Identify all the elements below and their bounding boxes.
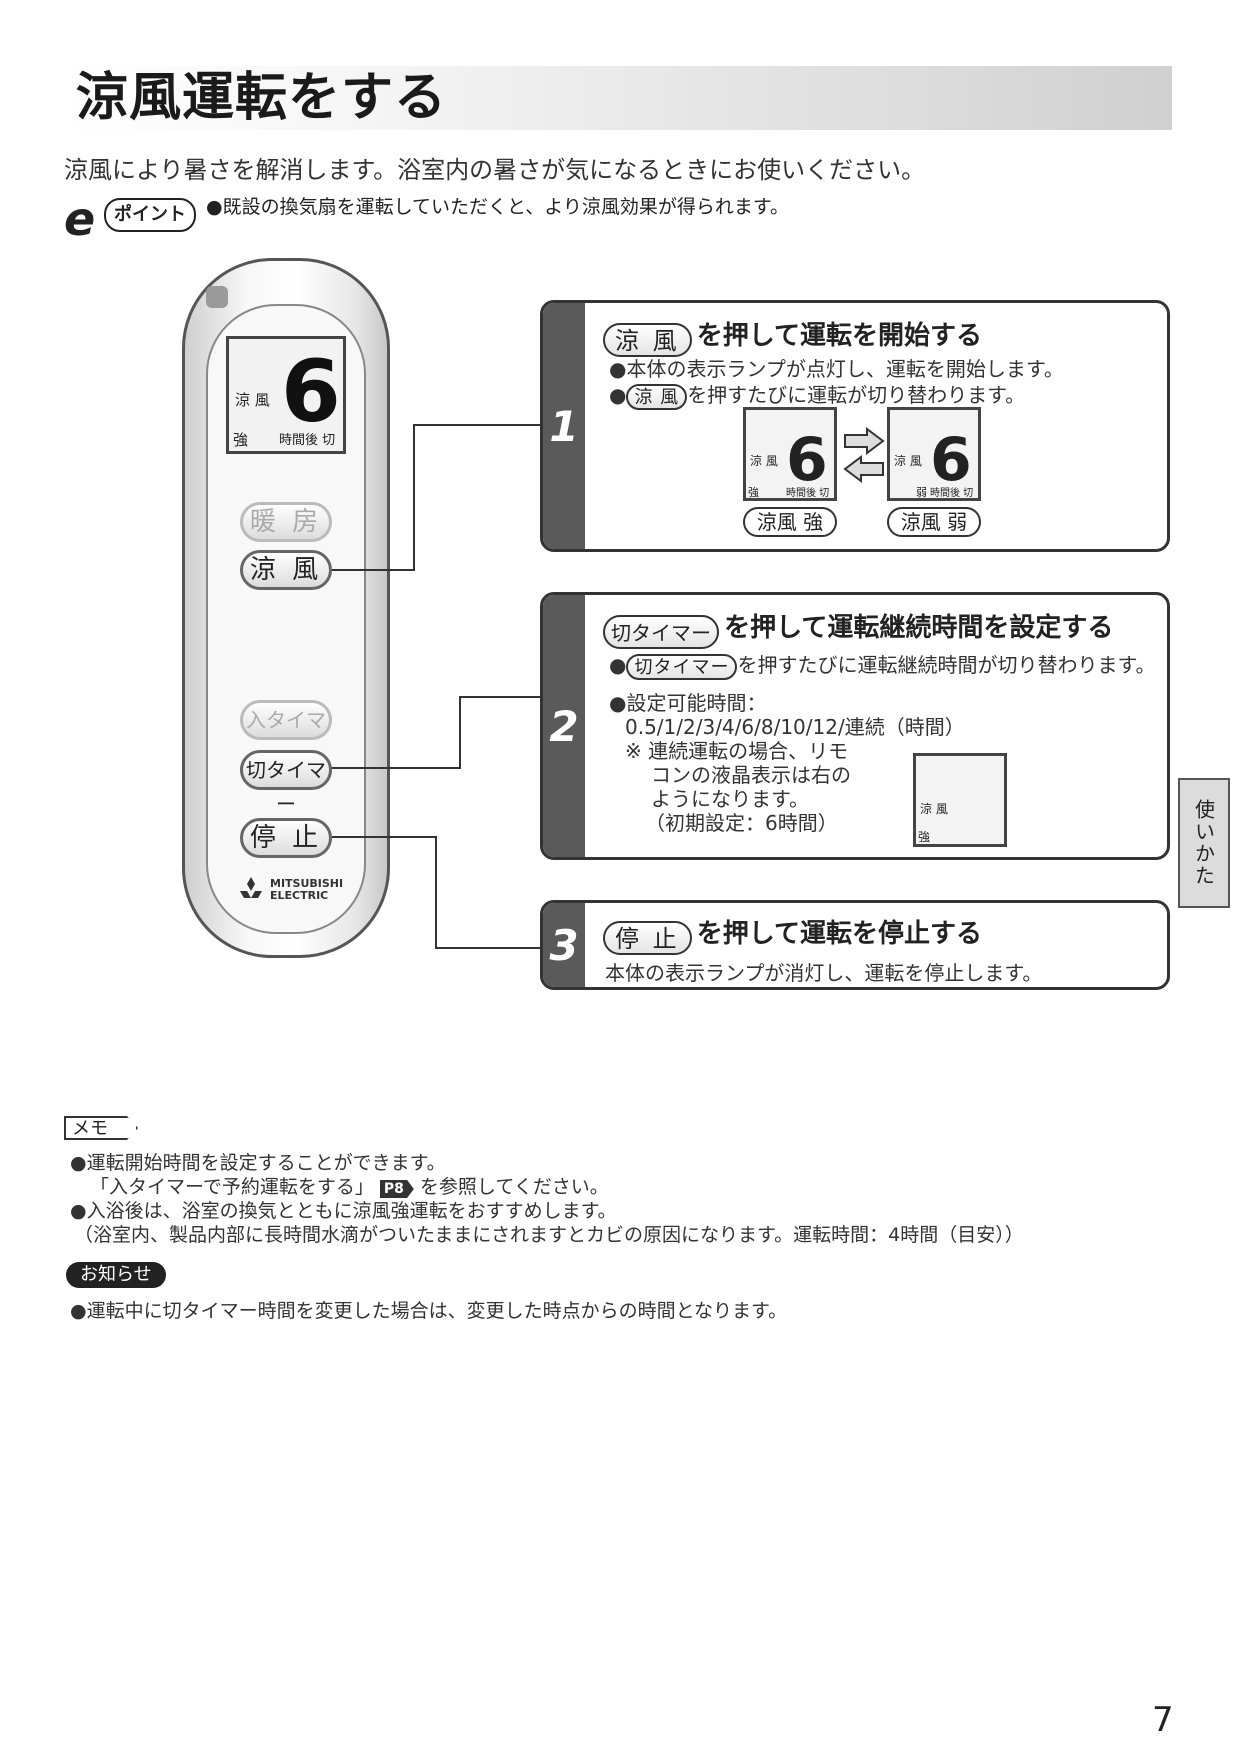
notice-line-1: ●運転中に切タイマー時間を変更した場合は、変更した時点からの時間となります。 (70, 1300, 788, 1322)
heating-button[interactable]: 暖 房 (240, 502, 332, 542)
point-text: ●既設の換気扇を運転していただくと、より涼風効果が得られます。 (206, 196, 789, 218)
lcd-strength: 強 (233, 431, 249, 449)
point-badge: e ポイント (64, 196, 196, 242)
step-2-number: 2 (543, 595, 585, 857)
lcd-weak: 涼 風 6 弱 時間後 切 (887, 407, 981, 501)
point-label: ポイント (104, 198, 196, 232)
off-timer-button[interactable]: 切タイマー (240, 750, 332, 816)
mode-label-strong: 涼風 強 (743, 507, 837, 537)
step-1-title: を押して運転を開始する (696, 321, 982, 351)
intro-text: 涼風により暑さを解消します。浴室内の暑さが気になるときにお使いください。 (64, 156, 926, 184)
step-2-box: 2 切タイマー を押して運転継続時間を設定する ●切タイマーを押すたびに運転継続… (540, 592, 1170, 860)
lcd-digit: 6 (281, 342, 341, 442)
cool-button[interactable]: 涼 風 (240, 550, 332, 590)
step-2-note-3: ようになります。 (651, 787, 809, 811)
step-1-cool-button: 涼 風 (603, 322, 692, 357)
step-2-times: 0.5/1/2/3/4/6/8/10/12/連続（時間） (625, 715, 965, 739)
title-bar (64, 66, 1172, 130)
remote-lcd: 涼 風 6 強 時間後 切 (226, 336, 346, 454)
lcd-continuous: 涼 風 強 (913, 753, 1007, 847)
mode-label-weak: 涼風 弱 (887, 507, 981, 537)
point-e-icon: e (64, 192, 96, 246)
memo-line-4: （浴室内、製品内部に長時間水滴がついたままにされますとカビの原因になります。運転… (74, 1224, 1024, 1246)
lcd-mode: 涼 風 (235, 391, 270, 409)
memo-label: メモ (64, 1116, 138, 1140)
step-3-stop-button: 停 止 (603, 920, 692, 955)
on-timer-button[interactable]: 入タイマー (240, 700, 332, 766)
ir-window-icon (206, 286, 228, 308)
step-1-box: 1 涼 風 を押して運転を開始する ●本体の表示ランプが点灯し、運転を開始します… (540, 300, 1170, 552)
side-tab-usage[interactable]: 使いかた (1178, 778, 1230, 908)
step-1-bullet-1: ●本体の表示ランプが点灯し、運転を開始します。 (609, 357, 1064, 381)
page-number: 7 (1152, 1700, 1174, 1740)
step-2-note-1: ※ 連続運転の場合、リモ (625, 739, 849, 763)
step-2-off-timer-button: 切タイマー (603, 614, 719, 649)
memo-line-1: ●運転開始時間を設定することができます。 (70, 1152, 446, 1174)
notice-label: お知らせ (66, 1262, 166, 1288)
toggle-arrows-icon (843, 427, 885, 483)
step-2-note-2: コンの液晶表示は右の (651, 763, 851, 787)
lcd-timer: 時間後 切 (279, 433, 336, 448)
step-3-box: 3 停 止 を押して運転を停止する 本体の表示ランプが消灯し、運転を停止します。 (540, 900, 1170, 990)
step-2-bullet-1: ●切タイマーを押すたびに運転継続時間が切り替わります。 (609, 653, 1156, 680)
lcd-strong: 涼 風 6 強 時間後 切 (743, 407, 837, 501)
step-1-bullet-2: ●涼 風を押すたびに運転が切り替わります。 (609, 383, 1026, 410)
step-1-number: 1 (543, 303, 585, 549)
step-3-title: を押して運転を停止する (696, 919, 982, 949)
page-ref-badge[interactable]: P8 (379, 1180, 414, 1198)
mitsubishi-logo-icon (240, 877, 262, 898)
step-2-title: を押して運転継続時間を設定する (724, 613, 1114, 643)
step-2-bullet-2: ●設定可能時間： (609, 691, 767, 715)
stop-button[interactable]: 停 止 (240, 818, 332, 858)
page-title: 涼風運転をする (76, 68, 448, 128)
brand-logo-text: MITSUBISHI ELECTRIC (270, 877, 344, 902)
memo-line-3: ●入浴後は、浴室の換気とともに涼風強運転をおすすめします。 (70, 1200, 617, 1222)
step-3-text: 本体の表示ランプが消灯し、運転を停止します。 (605, 961, 1043, 985)
step-2-note-4: （初期設定：6時間） (645, 811, 838, 835)
step-3-number: 3 (543, 903, 585, 987)
